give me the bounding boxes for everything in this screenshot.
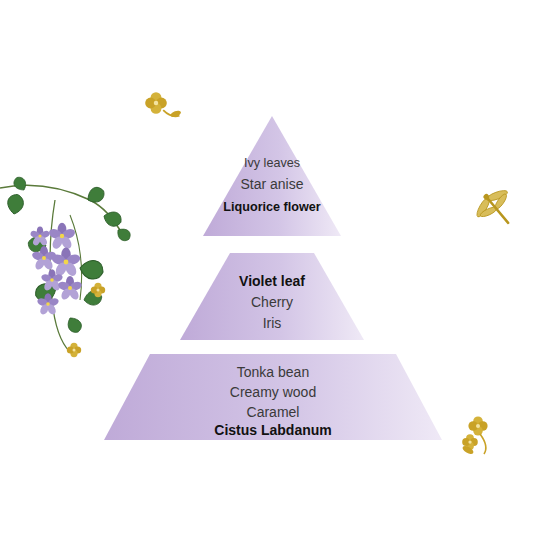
band-outline	[203, 116, 341, 236]
note-text: Iris	[263, 314, 282, 332]
note-text: Tonka bean	[237, 363, 309, 381]
note-text: Star anise	[240, 175, 303, 193]
dragonfly	[469, 181, 524, 236]
band-outline	[180, 253, 364, 340]
pyramid-band: Violet leafCherryIris	[180, 253, 364, 340]
note-text: Liquorice flower	[223, 198, 320, 216]
pyramid-band: Tonka beanCreamy woodCaramelCistus Labda…	[104, 354, 442, 440]
note-text: Creamy wood	[230, 383, 316, 401]
note-text: Cistus Labdanum	[214, 421, 331, 439]
violet-ivy-illustration	[0, 175, 133, 357]
note-text: Ivy leaves	[244, 154, 300, 172]
gold-flower-top	[145, 92, 182, 118]
gold-flowers-bottom	[461, 416, 487, 455]
note-text: Violet leaf	[239, 272, 305, 290]
note-text: Cherry	[251, 293, 293, 311]
pyramid-band: Ivy leavesStar aniseLiquorice flower	[203, 116, 341, 236]
band-outline	[104, 354, 442, 440]
note-text: Caramel	[247, 403, 300, 421]
